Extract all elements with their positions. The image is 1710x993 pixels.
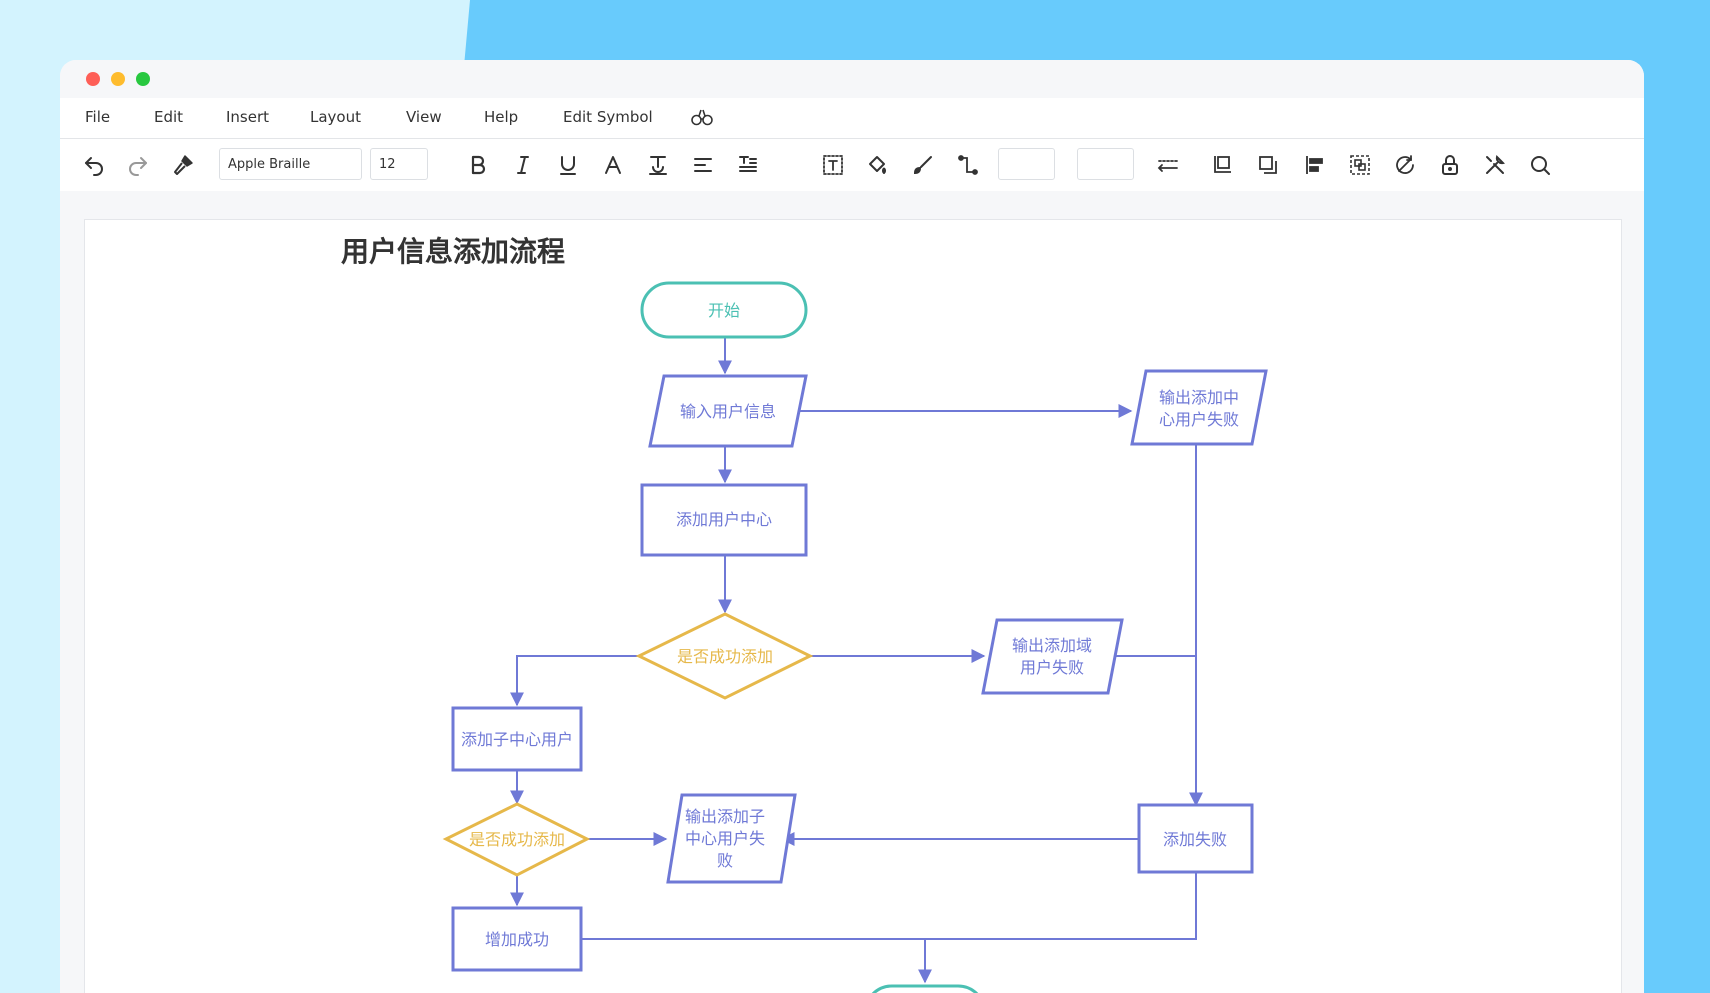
node-add-sub-center-user[interactable]: 添加子中心用户	[451, 706, 583, 772]
menu-layout[interactable]: Layout	[310, 108, 361, 126]
fill-color-input[interactable]	[1077, 148, 1134, 180]
node-add-fail[interactable]: 添加失败	[1137, 803, 1254, 874]
send-back-icon[interactable]	[1253, 150, 1283, 180]
node-start[interactable]: 开始	[640, 281, 808, 339]
redo-icon[interactable]	[123, 150, 153, 180]
menu-bar: File Edit Insert Layout View Help Edit S…	[60, 98, 1644, 139]
node-decision-1[interactable]: 是否成功添加	[635, 612, 814, 700]
svg-text:添加用户中心: 添加用户中心	[676, 510, 772, 529]
canvas-area: 用户信息添加流程	[60, 191, 1644, 993]
group-icon[interactable]	[1345, 150, 1375, 180]
align-left-icon[interactable]	[1300, 150, 1330, 180]
edge-success-fail-merge	[581, 873, 1197, 940]
no-rotate-icon[interactable]	[1390, 150, 1420, 180]
format-painter-icon[interactable]	[168, 150, 198, 180]
underline-icon[interactable]	[553, 150, 583, 180]
text-style-icon[interactable]	[643, 150, 673, 180]
brush-icon[interactable]	[908, 150, 938, 180]
fill-bucket-icon[interactable]	[863, 150, 893, 180]
toolbar	[60, 139, 1644, 191]
node-output-fail-sub[interactable]: 输出添加子 中心用户失 败	[666, 793, 797, 884]
line-style-icon[interactable]	[1153, 150, 1183, 180]
binoculars-icon[interactable]	[690, 106, 714, 132]
diagram-page[interactable]: 用户信息添加流程	[84, 219, 1622, 993]
svg-text:中心用户失: 中心用户失	[685, 829, 765, 848]
bring-front-icon[interactable]	[1207, 150, 1237, 180]
node-end-partial[interactable]	[865, 984, 985, 993]
menu-file[interactable]: File	[85, 108, 111, 126]
svg-text:心用户失败: 心用户失败	[1159, 410, 1239, 429]
node-decision-2[interactable]: 是否成功添加	[442, 802, 591, 877]
undo-icon[interactable]	[79, 150, 109, 180]
font-size-input[interactable]	[370, 148, 428, 180]
svg-text:开始: 开始	[708, 301, 740, 320]
menu-help[interactable]: Help	[484, 108, 519, 126]
app-window: File Edit Insert Layout View Help Edit S…	[60, 60, 1644, 993]
menu-edit[interactable]: Edit	[154, 108, 184, 126]
search-icon[interactable]	[1525, 150, 1555, 180]
svg-text:用户失败: 用户失败	[1020, 658, 1084, 677]
node-add-user-center[interactable]: 添加用户中心	[640, 483, 808, 557]
bold-icon[interactable]	[463, 150, 493, 180]
menu-edit-symbol[interactable]: Edit Symbol	[563, 108, 653, 126]
tools-icon[interactable]	[1480, 150, 1510, 180]
svg-text:添加子中心用户: 添加子中心用户	[461, 730, 573, 749]
connector-icon[interactable]	[953, 150, 983, 180]
menu-view[interactable]: View	[406, 108, 442, 126]
svg-text:输出添加中: 输出添加中	[1159, 388, 1239, 407]
node-add-success[interactable]: 增加成功	[451, 906, 583, 972]
connectors	[510, 337, 1203, 984]
minimize-window-button[interactable]	[111, 72, 125, 86]
font-color-icon[interactable]	[598, 150, 628, 180]
menu-insert[interactable]: Insert	[226, 108, 270, 126]
node-output-fail-center[interactable]: 输出添加中 心用户失败	[1130, 369, 1268, 446]
svg-text:添加失败: 添加失败	[1163, 830, 1227, 849]
title-bar	[60, 60, 1644, 100]
svg-text:败: 败	[717, 851, 733, 870]
svg-text:输出添加域: 输出添加域	[1012, 636, 1092, 655]
node-output-fail-domain[interactable]: 输出添加域 用户失败	[981, 618, 1124, 695]
paragraph-icon[interactable]	[733, 150, 763, 180]
node-input-user-info[interactable]: 输入用户信息	[648, 374, 808, 448]
svg-text:输入用户信息: 输入用户信息	[680, 402, 776, 421]
edge-decision1-to-add-sub	[510, 655, 639, 707]
line-color-input[interactable]	[998, 148, 1055, 180]
text-box-icon[interactable]	[818, 150, 848, 180]
lock-icon[interactable]	[1435, 150, 1465, 180]
svg-text:增加成功: 增加成功	[485, 930, 549, 949]
svg-text:是否成功添加: 是否成功添加	[469, 830, 565, 849]
close-window-button[interactable]	[86, 72, 100, 86]
align-icon[interactable]	[688, 150, 718, 180]
maximize-window-button[interactable]	[136, 72, 150, 86]
svg-text:是否成功添加: 是否成功添加	[677, 647, 773, 666]
page-title: 用户信息添加流程	[341, 235, 566, 268]
italic-icon[interactable]	[508, 150, 538, 180]
flowchart: 开始 输入用户信息 输出添加中 心用户失败 添加用户中心 是	[442, 281, 1268, 993]
svg-text:输出添加子: 输出添加子	[685, 807, 765, 826]
font-family-input[interactable]	[219, 148, 362, 180]
